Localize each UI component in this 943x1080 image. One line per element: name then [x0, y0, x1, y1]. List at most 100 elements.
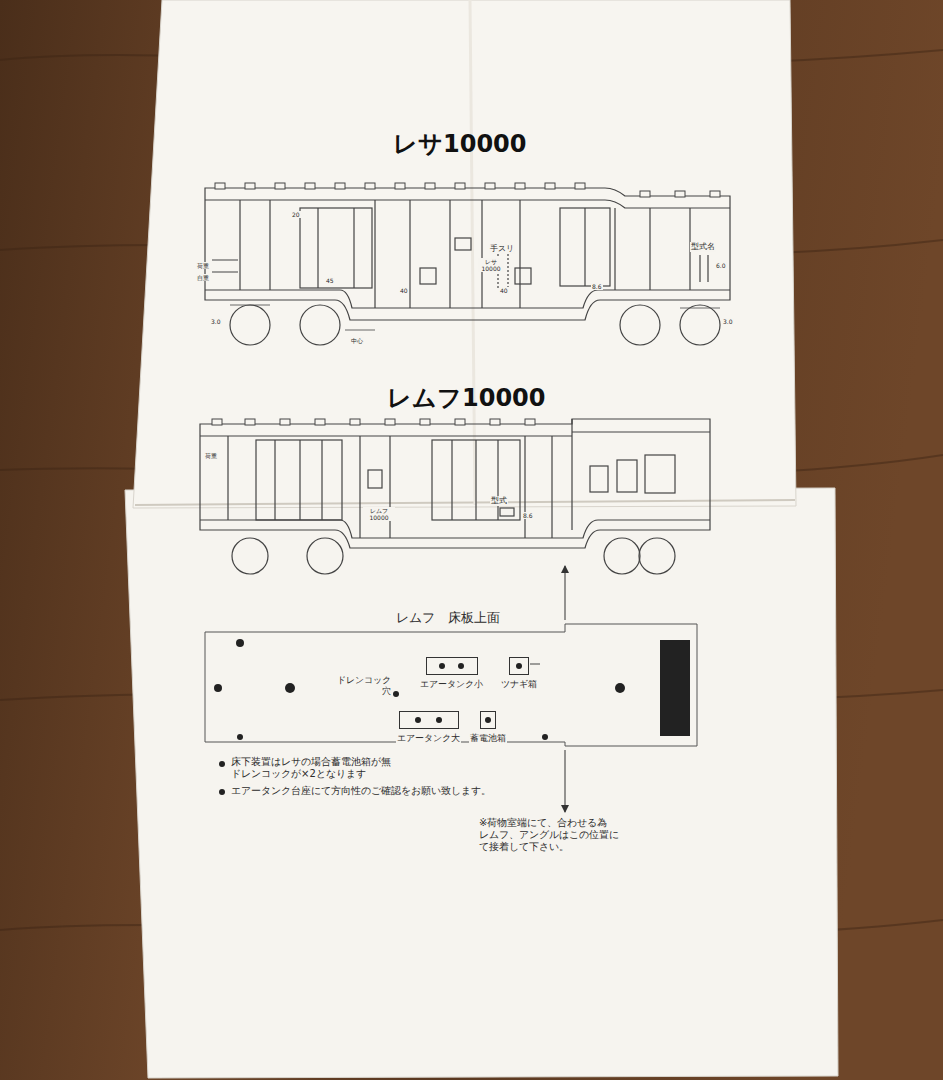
dimension: 中心	[350, 337, 364, 344]
drawing-part	[455, 419, 465, 425]
drawing-part	[490, 419, 500, 425]
drawing-part	[530, 664, 540, 665]
drawing-part	[280, 419, 290, 425]
drawing-part	[617, 460, 637, 492]
car-title: レサ10000	[392, 130, 528, 159]
note: エアータンク台座にて方向性のご確認をお願い致します。	[230, 785, 492, 797]
drawing-part	[237, 734, 243, 740]
drawing-part	[368, 470, 382, 488]
air-tank-large: エアータンク大	[396, 711, 461, 745]
drawing-part	[393, 691, 399, 697]
drawing-part	[545, 183, 555, 189]
mount-hole	[516, 663, 522, 669]
drawing-part	[470, 0, 475, 505]
drawing-part	[420, 268, 436, 284]
drawing-part	[680, 305, 720, 345]
drawing-part	[604, 538, 640, 574]
drawing-part	[275, 440, 322, 520]
drawing-part	[214, 684, 222, 692]
plate-title: レムフ 床板上面	[395, 610, 501, 626]
drawing-part	[565, 566, 566, 620]
dimension: 8.6	[591, 283, 603, 290]
dimension: 6.0	[715, 262, 727, 269]
drawing-part	[215, 183, 720, 197]
marking-name: 荷重	[196, 262, 210, 269]
drawing-part	[515, 183, 525, 189]
air-tank-small: エアータンク小	[419, 657, 484, 691]
drawing-part	[285, 683, 295, 693]
dimension: 3.0	[722, 318, 734, 325]
part-outline	[509, 657, 529, 675]
drawing-part	[515, 268, 531, 284]
part-name: ドレンコック 穴	[330, 675, 392, 697]
drawing-part	[639, 538, 675, 574]
drawing-part	[455, 238, 471, 250]
drawing-part	[245, 183, 255, 189]
part-name: エアータンク大	[396, 732, 461, 745]
drawing-part	[432, 440, 520, 520]
drawing-part	[245, 419, 255, 425]
drawing-part	[219, 761, 225, 767]
part-name: 蓄電池箱	[469, 732, 507, 745]
drawing-part	[350, 419, 360, 425]
car-number: レムフ 10000	[363, 507, 395, 521]
drawing-part	[219, 789, 225, 795]
drawing-part	[425, 183, 435, 189]
part-outline	[426, 657, 478, 675]
car-title: レムフ10000	[386, 384, 547, 413]
dimension: 40	[399, 287, 409, 294]
drawing-part	[615, 683, 625, 693]
drawing-part	[500, 508, 514, 516]
drawing-part	[133, 0, 796, 508]
car-number: レサ 10000	[478, 258, 504, 272]
drawing-part	[205, 188, 730, 345]
mount-hole	[436, 717, 442, 723]
drawing-part	[485, 183, 495, 189]
drawing-part	[660, 640, 690, 736]
part-name: 型式名	[690, 242, 716, 252]
drawing-part	[645, 455, 675, 493]
drawing-part	[125, 488, 838, 1078]
drawing-part	[228, 419, 572, 538]
marking-name: 荷重	[204, 452, 218, 459]
drawing-part	[420, 419, 430, 425]
battery-box: 蓄電池箱	[469, 711, 507, 745]
drawing-part	[212, 419, 535, 425]
part-name: 型式	[490, 496, 508, 506]
drawing-part	[205, 624, 697, 746]
drawing-part	[205, 200, 730, 208]
dimension: 40	[499, 287, 509, 294]
drawing-part	[565, 750, 566, 812]
drawing-part	[200, 432, 710, 436]
dimension: 3.0	[210, 318, 222, 325]
drawing-part	[275, 183, 285, 189]
drawing-part	[590, 466, 608, 492]
drawing-part	[640, 191, 650, 197]
part-outline	[399, 711, 459, 729]
drawing-part	[135, 500, 795, 505]
part-outline	[480, 711, 496, 729]
drawing-part	[675, 191, 685, 197]
coupler-box: ツナギ箱	[500, 657, 538, 691]
drawing-part	[542, 734, 548, 740]
drawing-part	[300, 305, 340, 345]
drawing-part	[300, 208, 372, 288]
part-name: 手スリ	[489, 244, 515, 254]
drawing-part	[215, 183, 225, 189]
drawing-part	[395, 183, 405, 189]
drawing-part	[230, 305, 270, 345]
drawing-part	[212, 419, 222, 425]
drawing-part	[200, 419, 710, 574]
drawing-part	[525, 419, 535, 425]
drawing-part	[200, 419, 710, 548]
drawing-part	[318, 208, 354, 288]
drawing-part	[212, 255, 708, 282]
mount-hole	[458, 663, 464, 669]
drawing-part	[560, 208, 610, 286]
drawing-part	[452, 440, 498, 520]
part-name: ツナギ箱	[500, 678, 538, 691]
drawing-part	[230, 305, 720, 330]
